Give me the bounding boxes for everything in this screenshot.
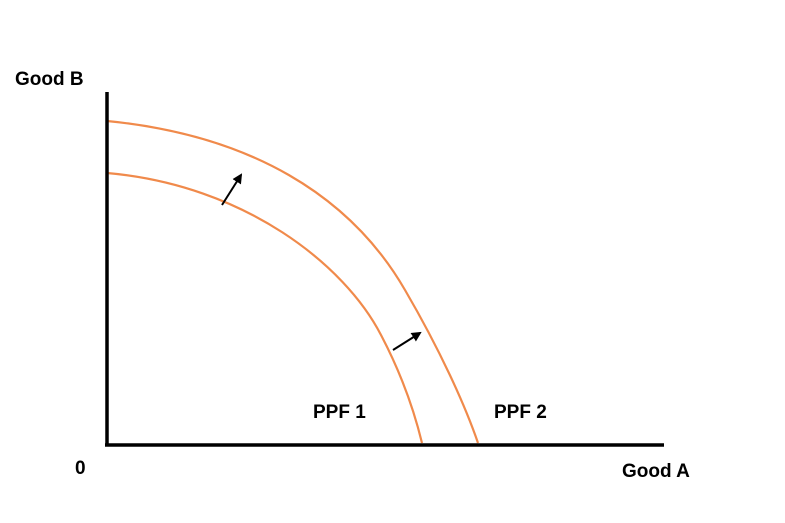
arrow-up-right-icon — [221, 173, 243, 206]
origin-label: 0 — [75, 458, 86, 479]
ppf-2-curve — [106, 119, 480, 444]
x-axis-label: Good A — [622, 461, 690, 482]
y-axis-label: Good B — [15, 69, 84, 90]
arrow-up-right-icon — [392, 331, 422, 351]
ppf-1-label: PPF 1 — [313, 402, 366, 423]
ppf-1-curve — [106, 171, 424, 444]
ppf-2-label: PPF 2 — [494, 402, 547, 423]
